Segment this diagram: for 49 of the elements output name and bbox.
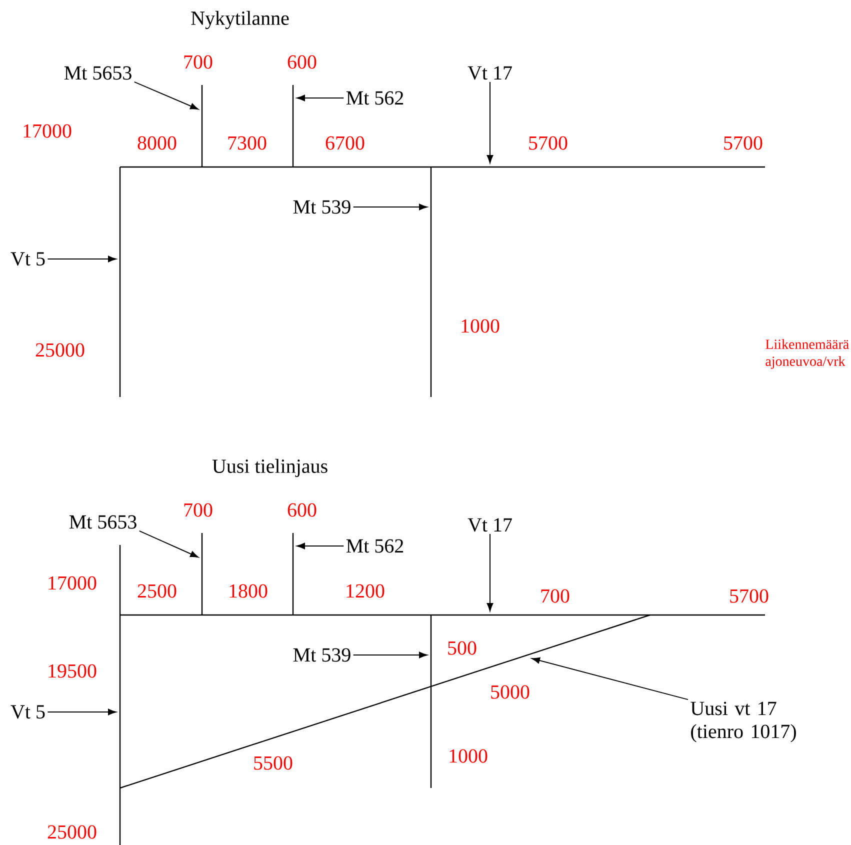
road-label: Mt 562 bbox=[346, 539, 404, 553]
traffic-count: 17000 bbox=[48, 576, 96, 590]
road-label: Vt 5 bbox=[10, 252, 45, 266]
arrow bbox=[532, 657, 688, 700]
road-label: Uusi vt 17 (tienro 1017) bbox=[690, 702, 796, 742]
arrow bbox=[486, 81, 494, 164]
traffic-count: 500 bbox=[448, 641, 476, 655]
arrow bbox=[486, 533, 494, 612]
arrow bbox=[47, 708, 116, 716]
road-label: Vt 5 bbox=[10, 705, 45, 719]
arrow bbox=[138, 530, 198, 558]
arrow bbox=[296, 94, 344, 102]
traffic-count: 8000 bbox=[138, 136, 176, 150]
traffic-count: 1800 bbox=[230, 584, 268, 598]
traffic-count: 7300 bbox=[228, 136, 266, 150]
road-label: Vt 17 bbox=[468, 66, 512, 80]
traffic-count: 19500 bbox=[48, 664, 96, 678]
traffic-count: 5000 bbox=[491, 685, 530, 699]
traffic-count: 5700 bbox=[724, 136, 762, 150]
traffic-count: 1000 bbox=[462, 319, 500, 333]
traffic-count: 1200 bbox=[346, 584, 384, 598]
road-label: Mt 5653 bbox=[69, 515, 136, 529]
legend-note: Liikennemäärä ajoneuvoa/vrk bbox=[766, 339, 849, 369]
traffic-count: 600 bbox=[288, 503, 316, 517]
traffic-count: 1000 bbox=[450, 749, 488, 763]
traffic-count: 5500 bbox=[254, 756, 292, 770]
road-label: Mt 5653 bbox=[64, 66, 132, 80]
road-label: Mt 539 bbox=[293, 200, 350, 214]
traffic-count: 700 bbox=[184, 503, 212, 517]
traffic-count: 600 bbox=[288, 55, 316, 69]
traffic-count: 700 bbox=[541, 589, 570, 603]
heading: Uusi tielinjaus bbox=[212, 458, 328, 478]
traffic-count: 5700 bbox=[529, 136, 568, 150]
traffic-count: 5700 bbox=[730, 589, 768, 603]
arrow bbox=[47, 256, 116, 262]
traffic-count: 25000 bbox=[36, 343, 84, 357]
heading: Nykytilanne bbox=[191, 10, 289, 30]
traffic-count: 6700 bbox=[326, 136, 364, 150]
traffic-count: 25000 bbox=[48, 825, 96, 839]
traffic-count: 700 bbox=[184, 55, 212, 69]
arrow bbox=[352, 204, 428, 210]
arrow bbox=[134, 81, 198, 110]
road-label: Mt 539 bbox=[293, 648, 350, 662]
road-label: Mt 562 bbox=[346, 91, 404, 105]
arrow bbox=[352, 652, 428, 658]
traffic-count: 2500 bbox=[138, 584, 176, 598]
traffic-count: 17000 bbox=[24, 124, 72, 138]
road-label: Vt 17 bbox=[468, 518, 512, 532]
arrow bbox=[296, 542, 344, 550]
